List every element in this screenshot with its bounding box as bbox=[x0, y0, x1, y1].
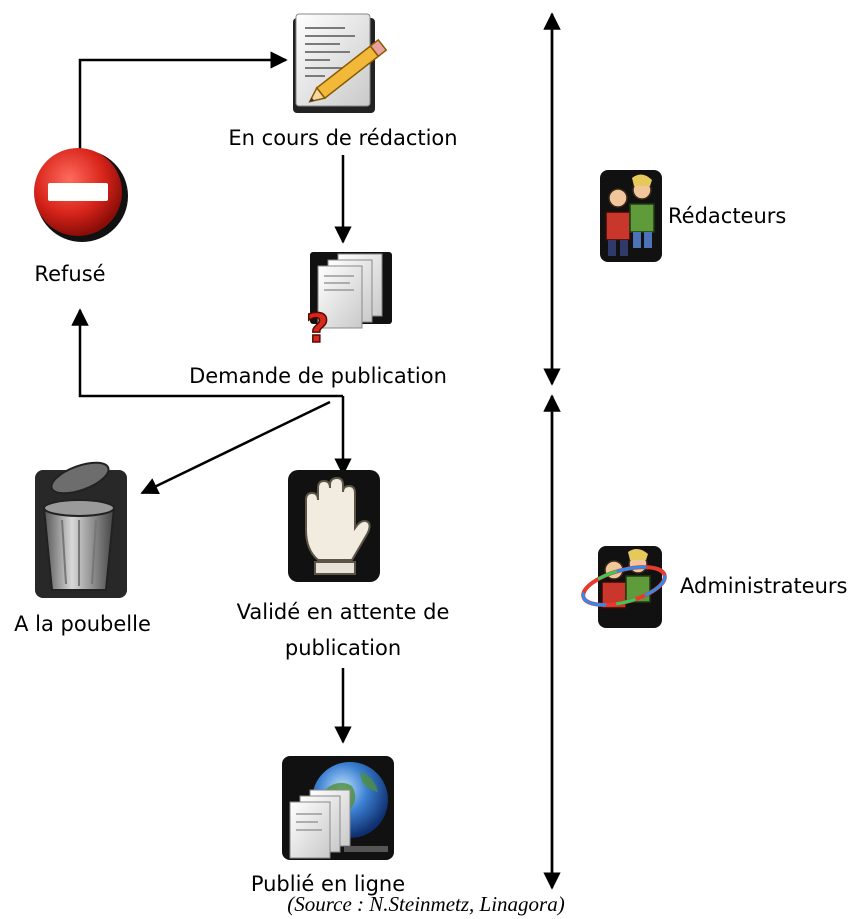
arrow-request-to-refused bbox=[71, 308, 343, 398]
state-label-validated-line1: Validé en attente de bbox=[236, 600, 450, 624]
documents-question-icon: ? bbox=[305, 252, 392, 353]
role-label-admins: Administrateurs bbox=[680, 574, 848, 598]
trash-can-icon bbox=[35, 461, 127, 598]
state-label-drafting: En cours de rédaction bbox=[228, 126, 458, 150]
arrow-request-to-trash bbox=[140, 400, 331, 495]
stop-hand-icon bbox=[288, 470, 380, 582]
documents-globe-icon bbox=[282, 756, 394, 860]
state-label-published: Publié en ligne bbox=[250, 872, 406, 896]
users-icon bbox=[600, 170, 662, 262]
state-label-validated-line2: publication bbox=[284, 636, 402, 660]
state-label-refused: Refusé bbox=[34, 262, 106, 286]
role-label-editors: Rédacteurs bbox=[668, 204, 787, 228]
state-label-request: Demande de publication bbox=[189, 364, 447, 388]
svg-text:?: ? bbox=[306, 306, 329, 352]
no-entry-icon bbox=[34, 148, 128, 242]
connectors bbox=[71, 12, 561, 890]
document-pencil-icon bbox=[293, 13, 388, 113]
state-label-trash: A la poubelle bbox=[14, 612, 151, 636]
admin-users-icon bbox=[581, 546, 667, 628]
arrow-refused-to-drafting bbox=[78, 51, 288, 150]
source-caption: (Source : N.Steinmetz, Linagora) bbox=[287, 892, 565, 916]
